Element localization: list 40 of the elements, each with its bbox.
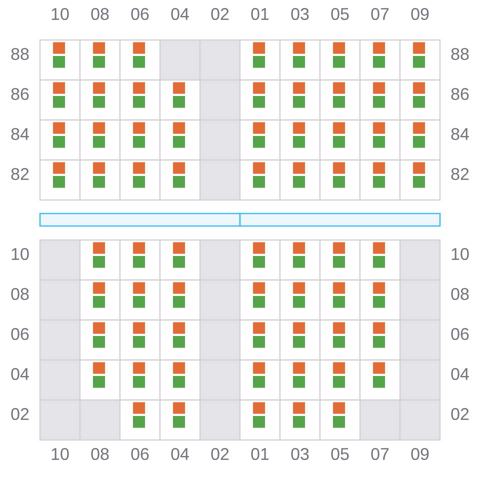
column-label: 09 xyxy=(411,8,429,20)
column-label: 04 xyxy=(171,448,189,460)
row-label: 82 xyxy=(451,168,469,180)
column-label: 03 xyxy=(291,8,309,20)
column-label: 01 xyxy=(251,448,269,460)
row-label: 02 xyxy=(451,408,469,420)
row-label: 06 xyxy=(451,328,469,340)
column-label: 07 xyxy=(371,8,389,20)
bar-segment xyxy=(39,212,241,227)
column-label: 04 xyxy=(171,8,189,20)
row-label: 84 xyxy=(11,128,29,140)
row-label: 10 xyxy=(452,248,469,260)
row-label: 82 xyxy=(11,168,29,180)
column-label: 10 xyxy=(52,8,69,20)
column-label: 08 xyxy=(91,8,109,20)
row-label: 08 xyxy=(11,288,29,300)
column-label: 06 xyxy=(131,8,149,20)
column-label: 06 xyxy=(131,448,149,460)
bar-segment xyxy=(239,212,441,227)
column-label: 10 xyxy=(52,448,69,460)
column-label: 02 xyxy=(211,8,229,20)
column-label: 03 xyxy=(291,448,309,460)
row-label: 84 xyxy=(451,128,469,140)
row-label: 02 xyxy=(11,408,29,420)
row-label: 88 xyxy=(451,48,469,60)
row-label: 06 xyxy=(11,328,29,340)
column-label: 07 xyxy=(371,448,389,460)
row-label: 08 xyxy=(451,288,469,300)
column-label: 08 xyxy=(91,448,109,460)
column-label: 02 xyxy=(211,448,229,460)
row-label: 86 xyxy=(11,88,29,100)
row-label: 04 xyxy=(451,368,469,380)
column-label: 05 xyxy=(331,8,349,20)
row-label: 88 xyxy=(11,48,29,60)
row-label: 10 xyxy=(12,248,29,260)
column-label: 05 xyxy=(331,448,349,460)
column-label: 01 xyxy=(251,8,269,20)
column-label: 09 xyxy=(411,448,429,460)
row-label: 04 xyxy=(11,368,29,380)
row-label: 86 xyxy=(451,88,469,100)
